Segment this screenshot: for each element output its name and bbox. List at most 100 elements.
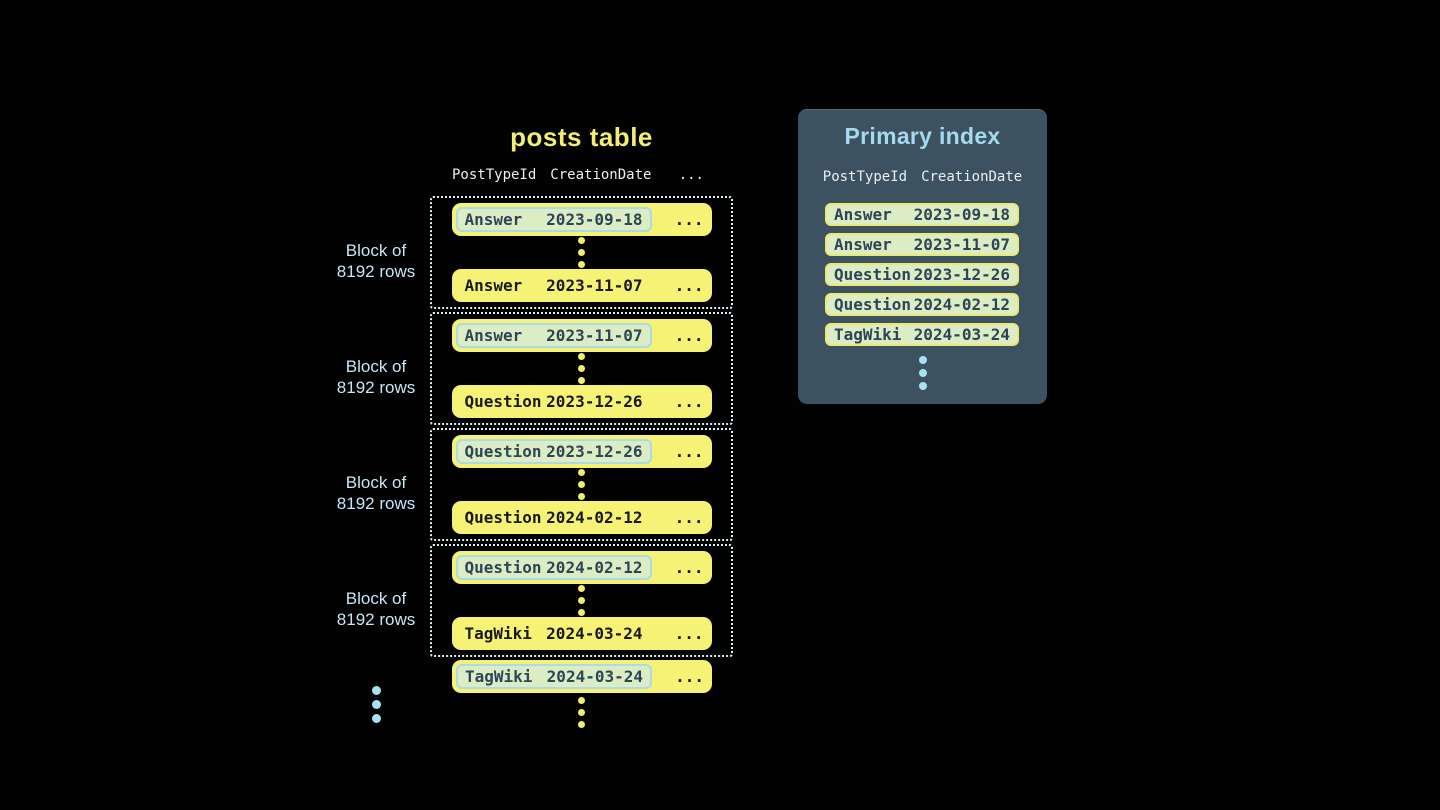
row-key-highlight: TagWiki 2024-03-24: [456, 664, 652, 689]
creation-date-value: 2024-03-24: [546, 667, 643, 686]
row-ellipsis: ...: [674, 442, 704, 461]
post-type-value: TagWiki: [834, 325, 902, 344]
dot: [578, 261, 585, 268]
creation-date-value: 2024-03-24: [913, 325, 1010, 344]
block-label-1: Block of 8192 rows: [306, 240, 446, 282]
creation-date-value: 2023-11-07: [913, 235, 1010, 254]
creation-date-value: 2023-11-07: [546, 276, 643, 295]
dot: [918, 369, 927, 377]
dot: [372, 700, 381, 709]
posts-block-3: Question 2023-12-26 ... Question 2024-02…: [430, 428, 733, 541]
post-type-value: Answer: [464, 276, 523, 295]
posts-block-4: Question 2024-02-12 ... TagWiki 2024-03-…: [430, 544, 733, 657]
creation-date-value: 2023-12-26: [913, 265, 1010, 284]
block-label-3: Block of 8192 rows: [306, 472, 446, 514]
dot: [578, 585, 585, 592]
index-entry: Question 2024-02-12: [825, 293, 1019, 316]
primary-index-panel: Primary index PostTypeId CreationDate An…: [798, 109, 1047, 404]
row-ellipsis: ...: [674, 276, 704, 295]
primary-index-title: Primary index: [844, 123, 1001, 149]
dot: [372, 686, 381, 695]
dot: [578, 353, 585, 360]
table-row: Question 2023-12-26 ...: [451, 385, 712, 418]
post-type-value: Answer: [464, 326, 523, 345]
block-label-2: Block of 8192 rows: [306, 356, 446, 398]
column-header-posttypeid: PostTypeId: [822, 169, 908, 185]
creation-date-value: 2023-09-18: [546, 210, 643, 229]
table-row: Question 2024-02-12 ...: [451, 501, 712, 534]
row-key-highlight: Answer 2023-11-07: [455, 323, 652, 348]
posts-table-blocks: Answer 2023-09-18 ... Answer 2023-11-07 …: [430, 196, 733, 660]
dot: [578, 493, 585, 500]
dot: [578, 609, 585, 616]
dot: [578, 377, 585, 384]
column-header-posttypeid: PostTypeId: [452, 167, 537, 183]
block-label-line2: 8192 rows: [336, 262, 416, 281]
block-label-line2: 8192 rows: [336, 494, 416, 513]
block-label-line1: Block of: [345, 241, 407, 260]
row-key-highlight: Question 2024-02-12: [455, 555, 652, 580]
table-row: Answer 2023-11-07 ...: [451, 269, 712, 302]
posts-block-2: Answer 2023-11-07 ... Question 2023-12-2…: [430, 312, 733, 425]
dot: [578, 481, 585, 488]
posts-table-title: posts table: [510, 122, 653, 152]
column-header-creationdate: CreationDate: [550, 167, 652, 183]
row-ellipsis: ...: [674, 558, 704, 577]
dot: [578, 249, 585, 256]
index-entry: Question 2023-12-26: [825, 263, 1019, 286]
vertical-ellipsis-dots: [578, 353, 585, 384]
index-ellipsis-dots-container: [798, 356, 1047, 390]
dot: [578, 697, 585, 704]
post-type-value: Question: [834, 265, 912, 284]
post-type-value: Question: [464, 508, 542, 527]
row-ellipsis: ...: [674, 508, 704, 527]
vertical-ellipsis-dots: [578, 697, 585, 728]
dot: [578, 365, 585, 372]
dot: [578, 597, 585, 604]
post-type-value: Question: [464, 392, 542, 411]
dot: [578, 237, 585, 244]
post-type-value: Answer: [464, 210, 523, 229]
more-blocks-ellipsis-dots: [372, 686, 381, 723]
column-header-creationdate: CreationDate: [921, 169, 1023, 185]
creation-date-value: 2023-12-26: [546, 442, 643, 461]
block-label-line1: Block of: [345, 357, 407, 376]
row-key: TagWiki 2024-03-24: [456, 621, 652, 646]
row-key: Question 2024-02-12: [456, 505, 652, 530]
index-entry: Answer 2023-11-07: [825, 233, 1019, 256]
index-entry: TagWiki 2024-03-24: [825, 323, 1019, 346]
creation-date-value: 2023-11-07: [546, 326, 643, 345]
table-row: Answer 2023-11-07 ...: [451, 319, 712, 352]
table-row: TagWiki 2024-03-24 ...: [451, 617, 712, 650]
row-ellipsis: ...: [674, 624, 704, 643]
creation-date-value: 2024-02-12: [546, 558, 643, 577]
row-key: Question 2023-12-26: [456, 389, 652, 414]
post-type-value: Answer: [834, 235, 892, 254]
post-type-value: Question: [464, 558, 542, 577]
creation-date-value: 2023-09-18: [913, 205, 1010, 224]
block-label-line1: Block of: [345, 473, 407, 492]
posts-block-1: Answer 2023-09-18 ... Answer 2023-11-07 …: [430, 196, 733, 309]
row-ellipsis: ...: [674, 392, 704, 411]
post-type-value: Question: [834, 295, 912, 314]
creation-date-value: 2024-03-24: [546, 624, 643, 643]
block-label-line2: 8192 rows: [336, 378, 416, 397]
post-type-value: TagWiki: [464, 624, 532, 643]
dot: [578, 721, 585, 728]
vertical-ellipsis-dots: [578, 585, 585, 616]
creation-date-value: 2023-12-26: [546, 392, 643, 411]
row-ellipsis: ...: [674, 326, 704, 345]
post-type-value: TagWiki: [465, 667, 533, 686]
vertical-ellipsis-dots: [918, 356, 927, 390]
column-header-ellipsis: ...: [678, 167, 704, 183]
dot: [918, 382, 927, 390]
dot: [578, 469, 585, 476]
table-row: Question 2024-02-12 ...: [451, 551, 712, 584]
post-type-value: Answer: [834, 205, 892, 224]
index-entry: Answer 2023-09-18: [825, 203, 1019, 226]
row-key-highlight: Answer 2023-09-18: [455, 207, 652, 232]
primary-index-column-headers: PostTypeId CreationDate: [798, 169, 1047, 185]
post-type-value: Question: [464, 442, 542, 461]
creation-date-value: 2024-02-12: [913, 295, 1010, 314]
